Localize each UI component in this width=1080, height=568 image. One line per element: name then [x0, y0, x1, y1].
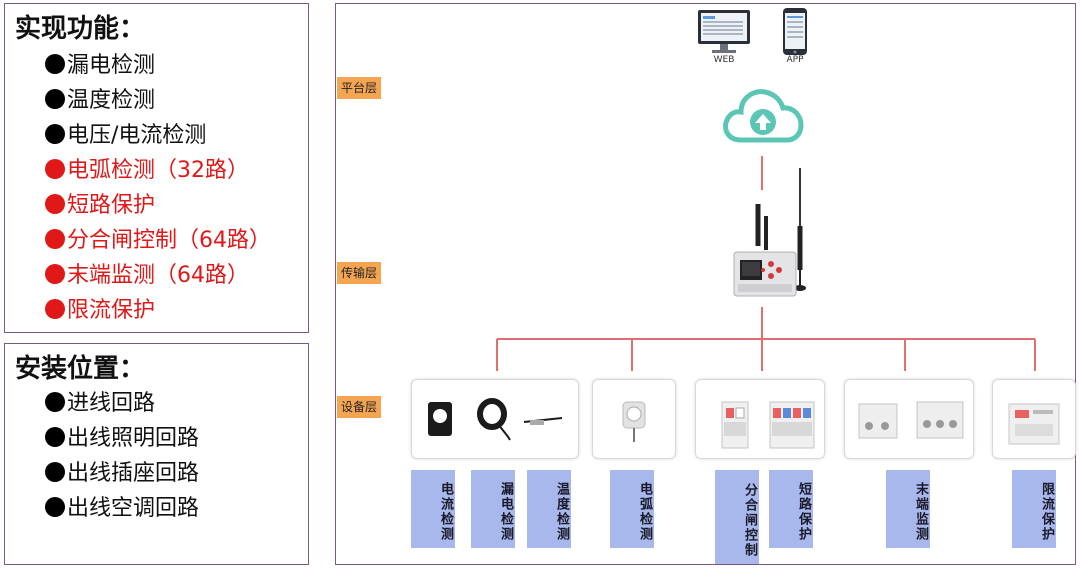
bullet-icon [45, 462, 65, 482]
connection-lines [496, 156, 1036, 371]
bullet-icon [45, 194, 65, 214]
functions-title: 实现功能： [15, 14, 146, 44]
web-label: WEB [713, 55, 735, 65]
function-item: 漏电检测 [45, 48, 271, 83]
function-box: 电流检测 [411, 470, 455, 548]
function-box: 电弧检测 [610, 470, 654, 548]
install-panel: 安装位置： 进线回路 出线照明回路 出线插座回路 出线空调回路 [4, 343, 309, 565]
current-sensor-icons [428, 398, 563, 441]
device-card-terminal [844, 379, 974, 459]
function-box: 末端监测 [886, 470, 930, 548]
device-card-sensors [411, 379, 579, 459]
function-box: 漏电检测 [471, 470, 515, 548]
install-item: 出线照明回路 [45, 421, 199, 456]
install-title: 安装位置： [15, 354, 146, 384]
bullet-icon [45, 427, 65, 447]
function-item: 电压/电流检测 [45, 118, 271, 153]
arc-sensor-icon [622, 401, 646, 442]
current-limiter-icon [1008, 403, 1060, 445]
function-box: 温度检测 [527, 470, 571, 548]
bullet-icon [45, 159, 65, 179]
functions-panel: 实现功能： 漏电检测 温度检测 电压/电流检测 电弧检测（32路） 短路保护 分… [4, 3, 309, 333]
install-item: 进线回路 [45, 386, 199, 421]
function-item: 温度检测 [45, 83, 271, 118]
function-box: 限流保护 [1012, 470, 1056, 548]
layer-tag-device: 设备层 [337, 396, 382, 418]
function-item: 限流保护 [45, 293, 271, 328]
monitor-icon [698, 10, 750, 53]
system-diagram: 平台层 传输层 设备层 WEB APP [335, 3, 1076, 565]
cloud-upload-icon [723, 89, 804, 143]
layer-tag-transport: 传输层 [337, 262, 382, 284]
install-list: 进线回路 出线照明回路 出线插座回路 出线空调回路 [45, 386, 199, 526]
bullet-icon [45, 299, 65, 319]
bullet-icon [45, 89, 65, 109]
phone-icon [783, 8, 807, 55]
bullet-icon [45, 392, 65, 412]
layer-tag-platform: 平台层 [337, 77, 382, 99]
function-item: 电弧检测（32路） [45, 153, 271, 188]
bullet-icon [45, 124, 65, 144]
install-item: 出线插座回路 [45, 456, 199, 491]
function-item: 末端监测（64路） [45, 258, 271, 293]
terminal-monitor-icons [858, 401, 964, 439]
function-box: 短路保护 [769, 470, 813, 548]
function-item: 分合闸控制（64路） [45, 223, 271, 258]
bullet-icon [45, 229, 65, 249]
function-box: 分合闸控制 [715, 470, 759, 564]
app-label: APP [786, 55, 804, 65]
bullet-icon [45, 54, 65, 74]
function-item: 短路保护 [45, 188, 271, 223]
gateway-device-icon [733, 168, 806, 297]
bullet-icon [45, 497, 65, 517]
bullet-icon [45, 264, 65, 284]
device-card-arc [592, 379, 676, 459]
install-item: 出线空调回路 [45, 491, 199, 526]
functions-list: 漏电检测 温度检测 电压/电流检测 电弧检测（32路） 短路保护 分合闸控制（6… [45, 48, 271, 328]
device-card-limiter [992, 379, 1076, 459]
device-card-breakers [695, 379, 825, 459]
breaker-icons [721, 401, 815, 449]
